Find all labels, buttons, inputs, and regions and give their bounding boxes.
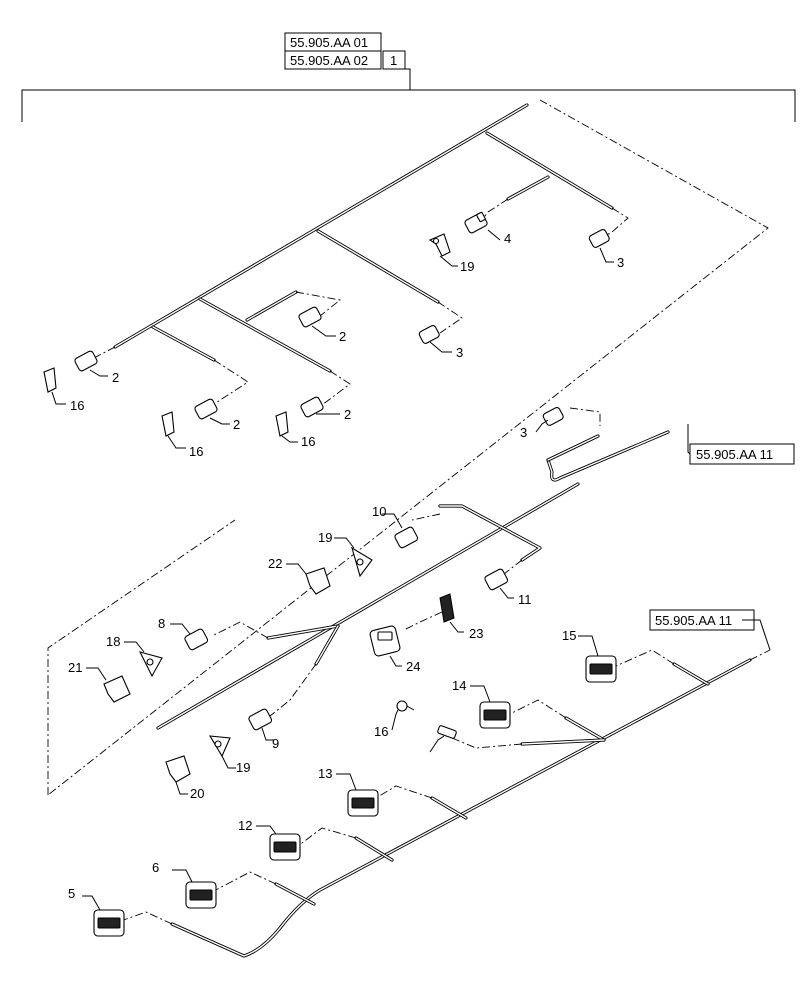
connector-2-mid <box>298 306 322 328</box>
item-label: 1 <box>390 53 397 68</box>
callout-10: 6 <box>152 860 159 875</box>
callout-16-mid: 16 <box>189 444 203 459</box>
connector-3-top-right <box>588 228 610 248</box>
callout-19-a: 19 <box>318 530 332 545</box>
connector-2-left <box>74 350 98 372</box>
connector-7 <box>394 526 419 549</box>
connector-2-lower-a <box>194 398 218 420</box>
connector-10 <box>185 881 217 909</box>
callout-5: 8 <box>158 616 165 631</box>
callout-16-right: 16 <box>301 434 315 449</box>
connector-21 <box>305 567 331 595</box>
callout-3-top: 3 <box>617 255 624 270</box>
grommet-19-a <box>351 546 373 578</box>
connector-13 <box>479 701 511 729</box>
callout-21: 22 <box>268 556 282 571</box>
connector-20 <box>165 755 191 783</box>
callout-3-middle: 3 <box>520 425 527 440</box>
grommet-19-c <box>208 735 231 758</box>
connector-6 <box>248 708 273 731</box>
grommet-19-b <box>138 651 163 678</box>
middle-harness <box>156 430 670 730</box>
callout-17: 19 <box>460 259 474 274</box>
left-boundary <box>47 519 236 795</box>
connector-14 <box>585 655 617 683</box>
callout-8: 11 <box>518 592 532 607</box>
middle-dash-connectors <box>211 407 601 717</box>
connector-11 <box>269 833 301 861</box>
lower-harness <box>170 658 752 958</box>
callout-18: 21 <box>68 660 82 675</box>
clip-16-mid <box>161 411 175 437</box>
clip-16-right <box>275 411 289 437</box>
connector-3-mid <box>418 324 440 344</box>
lower-dash-connectors <box>117 649 771 925</box>
upper-harness <box>113 103 614 373</box>
callout-19-c: 19 <box>236 760 250 775</box>
connector-18 <box>103 675 131 703</box>
connector-17 <box>428 233 451 257</box>
callout-23: 24 <box>406 659 420 674</box>
splice-24 <box>437 725 457 739</box>
connector-9 <box>93 909 125 937</box>
callout-9: 5 <box>68 886 75 901</box>
ref-label-lower-right: 55.905.AA 11 <box>655 613 732 628</box>
connector-2-lower-b <box>300 396 324 418</box>
connector-5 <box>184 628 209 651</box>
connector-23 <box>369 625 401 657</box>
callout-15: 16 <box>374 724 388 739</box>
ref-label-1: 55.905.AA 01 <box>290 35 368 50</box>
callout-3-mid: 3 <box>456 345 463 360</box>
callout-2-mid: 2 <box>339 329 346 344</box>
callout-22: 23 <box>469 626 483 641</box>
callout-2-left: 2 <box>112 370 119 385</box>
callout-13: 14 <box>452 678 466 693</box>
ref-label-upper-right: 55.905.AA 11 <box>696 447 773 462</box>
reference-upper-right: 55.905.AA 11 <box>687 424 795 465</box>
callout-7: 10 <box>372 504 386 519</box>
callout-20: 20 <box>190 786 204 801</box>
connector-4 <box>464 211 488 234</box>
connector-8 <box>484 568 509 591</box>
callout-4: 4 <box>504 231 511 246</box>
ref-box-upper-right <box>689 443 795 465</box>
item-leader <box>394 68 411 90</box>
callouts: 4 19 3 2 3 2 16 2 16 2 16 3 10 19 22 11 … <box>51 229 624 911</box>
reference-lower-right: 55.905.AA 11 <box>649 609 771 651</box>
ring-terminal-15 <box>396 700 415 712</box>
callout-14: 15 <box>562 628 576 643</box>
callout-12: 13 <box>318 766 332 781</box>
ref-box-2 <box>284 50 382 70</box>
upper-boundary <box>47 99 769 796</box>
clip-22 <box>439 593 455 623</box>
callout-2-lower-a: 2 <box>233 417 240 432</box>
callout-19-b: 18 <box>106 634 120 649</box>
reference-block-top: 55.905.AA 01 55.905.AA 02 1 <box>21 32 796 122</box>
upper-dash-connectors <box>89 198 629 409</box>
ref-label-2: 55.905.AA 02 <box>290 53 368 68</box>
connector-3-middle <box>542 406 564 426</box>
connector-12 <box>347 789 379 817</box>
callout-6: 9 <box>272 736 279 751</box>
callout-11: 12 <box>238 818 252 833</box>
callout-16-left: 16 <box>70 398 84 413</box>
assembly-bracket <box>21 89 796 122</box>
callout-2-lower-b: 2 <box>344 407 351 422</box>
clip-16-left <box>43 367 57 393</box>
